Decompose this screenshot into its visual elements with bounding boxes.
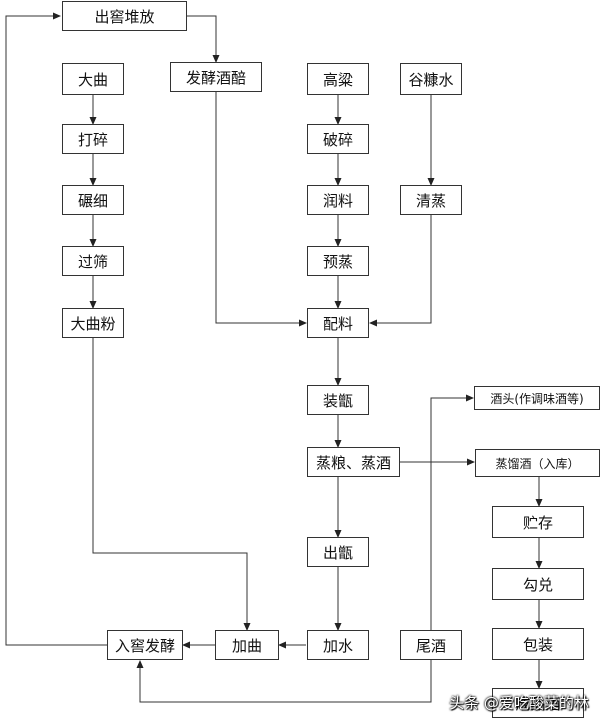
node-daqu: 大曲 [62,63,124,95]
node-fajiao-jiupei: 发酵酒醅 [170,62,262,92]
edge-fajiao-peiliao [215,92,307,327]
node-gaoliang: 高粱 [307,63,369,95]
node-jiutou: 酒头(作调味酒等) [474,386,600,410]
node-baozhuang: 包装 [492,628,584,660]
node-dasui: 打碎 [62,124,124,154]
edge-weijiu-rujiao [136,660,432,703]
node-goudui: 勾兑 [492,568,584,600]
node-qingzheng: 清蒸 [400,185,462,215]
node-zhengliang: 蒸粮、蒸酒 [307,447,400,477]
node-posui: 破碎 [307,124,369,154]
node-rujiao: 入窖发酵 [107,630,183,660]
node-gukang: 谷糠水 [400,63,462,95]
edge-weijiu-jiutou [430,394,474,630]
node-zhucun: 贮存 [492,506,584,538]
node-jiashui: 加水 [307,630,369,660]
node-peiliao: 配料 [307,308,369,338]
node-guoshai: 过筛 [62,246,124,276]
node-chuzeng: 出甑 [307,537,369,567]
node-chujiao: 出窖堆放 [62,1,187,31]
node-chengpin: 成品酒 [492,688,584,718]
edge-chujiao-fajiao [187,15,220,63]
node-zhuangzeng: 装甑 [307,385,369,415]
edge-qingzheng-peiliao [369,215,432,327]
edge-daqufen-jiaqu [92,338,251,631]
node-runliao: 润料 [307,185,369,215]
node-nianxi: 碾细 [62,185,124,215]
edge-rujiao-chujiao [5,12,107,646]
node-zhengliu: 蒸馏酒（入库） [475,449,600,477]
watermark: 头条 @爱吃酸菜的林 [449,693,589,712]
node-yuzheng: 预蒸 [307,246,369,276]
node-weijiu: 尾酒 [400,630,462,660]
node-daqufen: 大曲粉 [62,308,124,338]
node-jiaqu: 加曲 [215,630,279,660]
